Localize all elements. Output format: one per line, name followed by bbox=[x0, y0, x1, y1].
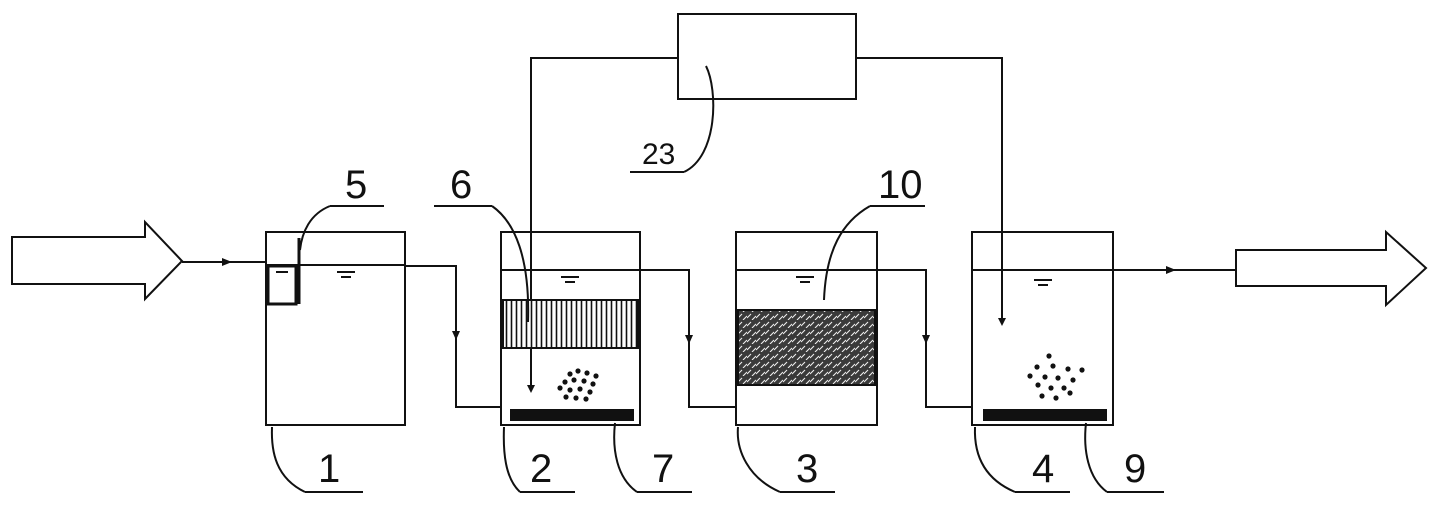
wire-arrow-icon bbox=[998, 318, 1006, 326]
label-2: 2 bbox=[530, 447, 552, 491]
packing-media-10 bbox=[737, 309, 876, 386]
tank-3 bbox=[735, 231, 878, 426]
tank-2 bbox=[500, 231, 641, 426]
wire-arrow-icon bbox=[527, 385, 535, 393]
aerator-plate-7 bbox=[510, 409, 634, 421]
water-level-icon bbox=[796, 276, 814, 283]
label-7: 7 bbox=[652, 447, 674, 491]
label-9: 9 bbox=[1124, 447, 1146, 491]
label-3: 3 bbox=[796, 447, 818, 491]
control-line-to-tank-2 bbox=[530, 57, 678, 385]
outlet-arrow bbox=[1235, 229, 1428, 308]
pipe-1-to-2 bbox=[405, 265, 501, 408]
aerator-plate-9 bbox=[983, 409, 1107, 421]
water-level-icon bbox=[337, 271, 355, 278]
label-10: 10 bbox=[878, 163, 923, 207]
label-5: 5 bbox=[345, 163, 367, 207]
filter-media-6 bbox=[502, 299, 639, 349]
label-23: 23 bbox=[642, 138, 675, 171]
inlet-arrow bbox=[11, 219, 184, 302]
controller-box bbox=[677, 13, 857, 100]
label-6: 6 bbox=[450, 163, 472, 207]
inlet-flow-arrow-icon bbox=[222, 258, 232, 266]
water-level-icon bbox=[561, 276, 579, 283]
tank-4 bbox=[971, 231, 1114, 426]
leader-lines bbox=[270, 65, 1164, 493]
flow-arrow-icon bbox=[452, 331, 460, 340]
water-level-icon bbox=[1034, 279, 1052, 286]
label-4: 4 bbox=[1032, 447, 1054, 491]
bubbles bbox=[557, 368, 599, 402]
outlet-flow-arrow-icon bbox=[1166, 266, 1176, 274]
label-1: 1 bbox=[318, 447, 340, 491]
bubbles bbox=[1027, 353, 1085, 401]
flow-arrow-icon bbox=[922, 335, 930, 344]
flow-arrow-icon bbox=[685, 335, 693, 344]
tank-1 bbox=[265, 231, 406, 426]
